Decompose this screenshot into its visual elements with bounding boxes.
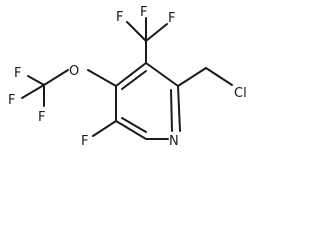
bond-ring-c2-c3 <box>145 62 179 87</box>
bond-c4-o <box>87 69 117 87</box>
bond-ring-c3-c4 <box>115 62 147 87</box>
bond-ch2-cl <box>205 67 233 86</box>
bond-ring-c5-c6 <box>115 120 147 140</box>
atom-oxygen: O <box>69 64 79 79</box>
bond-ring-c3-c4-inner <box>121 70 147 90</box>
atom-f-ocf3-mid: F <box>8 93 15 108</box>
bond-c5-f <box>92 120 117 137</box>
atom-nitrogen: N <box>169 134 179 149</box>
atom-f-ocf3-top: F <box>14 66 21 81</box>
bond-ring-c5-c6-inner <box>121 117 147 133</box>
bond-ring-n-c2 <box>177 85 181 132</box>
bond-o-c <box>43 69 69 86</box>
atom-f-cf3-left: F <box>116 10 123 25</box>
atom-f-cf3-right: F <box>168 11 175 26</box>
atom-chlorine: Cl <box>234 86 247 101</box>
bond-ocf3-f-mid <box>21 84 45 99</box>
bond-ring-n-c2-inner <box>170 89 173 132</box>
bond-cf3-f-right <box>145 23 168 42</box>
molecule-diagram: F F F O F F F F N Cl <box>8 5 247 149</box>
atom-f-cf3-mid: F <box>140 5 147 20</box>
bond-c2-ch2 <box>177 67 207 87</box>
bond-ocf3-f-top <box>27 75 45 86</box>
atom-f-ring: F <box>81 134 88 149</box>
bond-cf3-f-left <box>126 21 147 42</box>
structure-canvas: F F F O F F F F N Cl <box>8 5 247 149</box>
atom-f-ocf3-bottom: F <box>38 110 45 125</box>
